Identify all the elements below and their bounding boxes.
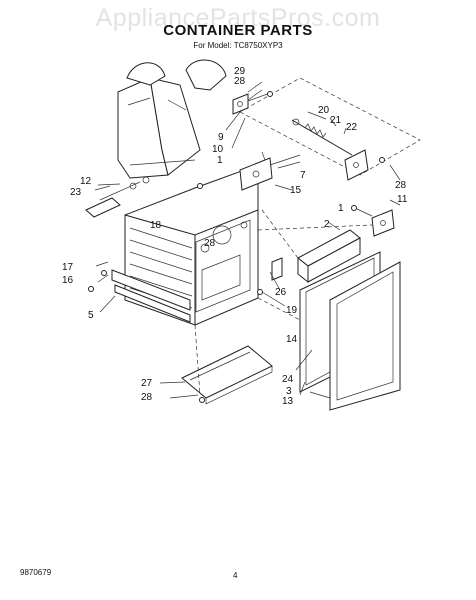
leader-lines — [94, 81, 401, 399]
right-bracket — [354, 207, 395, 237]
model-subtitle: For Model: TC8750XYP3 — [193, 41, 283, 50]
callout-16: 16 — [62, 275, 74, 286]
document-number: 9870679 — [20, 568, 52, 577]
callout-17: 17 — [62, 262, 74, 273]
page-number: 4 — [233, 571, 238, 580]
callout-3: 3 — [286, 386, 292, 397]
callout-19: 19 — [286, 305, 298, 316]
callout-15: 15 — [290, 185, 302, 196]
callout-18: 18 — [150, 220, 162, 231]
callout-20: 20 — [318, 105, 330, 116]
callout-14: 14 — [286, 334, 298, 345]
bottom-rail — [111, 269, 191, 323]
callout-labels: 29 28 9 10 1 20 21 22 7 15 28 11 12 23 1… — [62, 66, 408, 407]
callout-26: 26 — [275, 287, 287, 298]
container-liner — [117, 77, 201, 179]
callout-28c: 28 — [204, 238, 216, 249]
callout-21: 21 — [330, 115, 342, 126]
callout-23: 23 — [70, 187, 82, 198]
door-handle — [297, 229, 361, 284]
callout-5: 5 — [88, 310, 94, 321]
callout-28: 28 — [234, 76, 246, 87]
damper-rod — [291, 118, 369, 181]
clip — [271, 257, 283, 281]
callout-1b: 1 — [338, 203, 344, 214]
callout-22: 22 — [346, 122, 358, 133]
center-hinge-plate — [239, 154, 301, 191]
callout-11: 11 — [397, 194, 408, 205]
callout-1: 1 — [217, 155, 223, 166]
liner-top-tabs — [126, 59, 227, 91]
hinge-bracket-top — [232, 77, 421, 176]
callout-27: 27 — [141, 378, 153, 389]
callout-24: 24 — [282, 374, 294, 385]
door-frame — [329, 261, 401, 411]
callout-12: 12 — [80, 176, 92, 187]
watermark: AppliancePartsPros.com — [95, 4, 381, 32]
toe-plate — [181, 345, 273, 405]
side-rails — [129, 227, 193, 309]
page-title: CONTAINER PARTS — [163, 22, 313, 39]
callout-2: 2 — [324, 219, 330, 230]
callout-10: 10 — [212, 144, 224, 155]
callout-28d: 28 — [141, 392, 153, 403]
callout-13: 13 — [282, 396, 294, 407]
callout-29: 29 — [234, 66, 246, 77]
left-top-bracket — [85, 176, 150, 218]
screws — [88, 91, 385, 403]
callout-28b: 28 — [395, 180, 407, 191]
callout-7: 7 — [300, 170, 306, 181]
callout-9: 9 — [218, 132, 224, 143]
